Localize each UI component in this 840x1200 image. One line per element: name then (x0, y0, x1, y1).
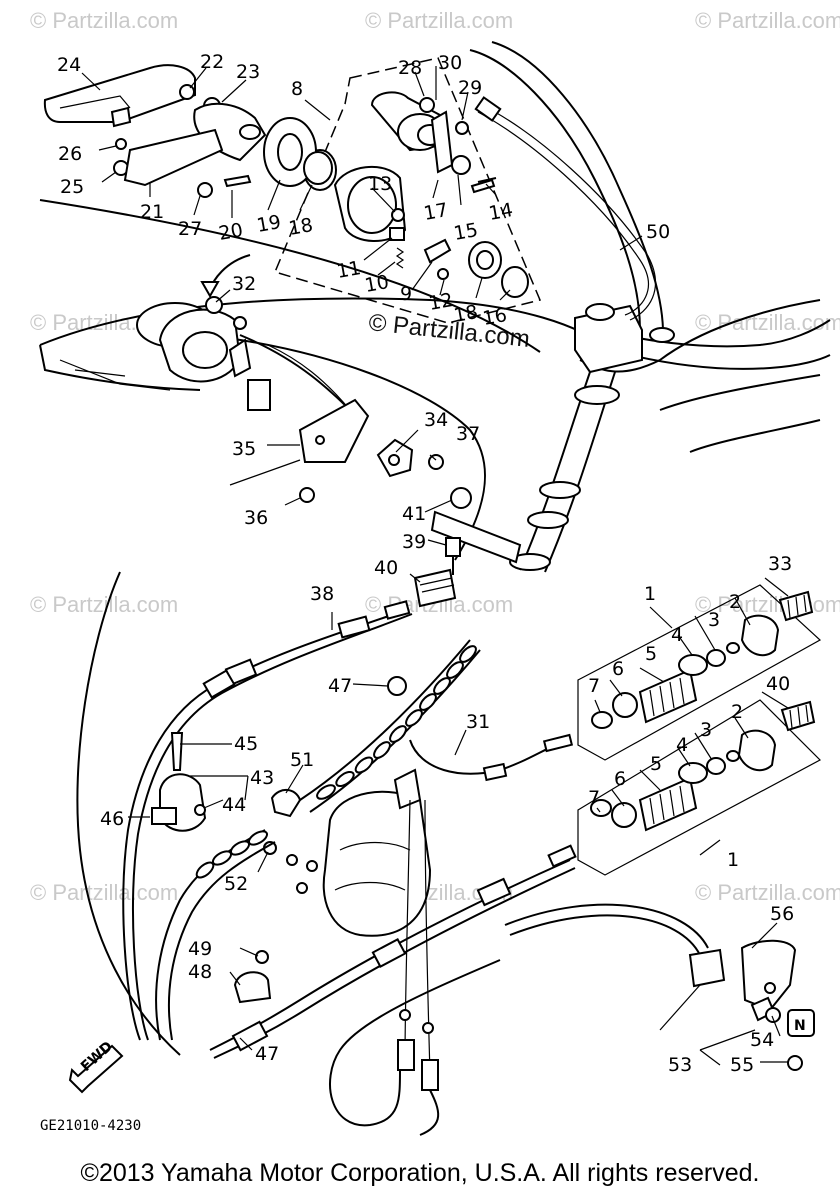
callout-18: 18 (287, 214, 315, 240)
callout-2: 2 (729, 591, 741, 613)
callout-33: 33 (768, 553, 792, 575)
watermark: © Partzilla.com (30, 8, 178, 33)
cable-assembly-lower (577, 699, 821, 876)
callout-27: 27 (178, 218, 202, 240)
watermark: © Partzilla.com (695, 592, 840, 617)
callout-25: 25 (60, 176, 84, 198)
callout-18: 18 (452, 301, 480, 327)
callout-22: 22 (200, 51, 224, 73)
callout-2: 2 (731, 701, 743, 723)
callout-47: 47 (328, 675, 352, 697)
neutral-indicator-parts: N (659, 939, 815, 1071)
callout-24: 24 (57, 54, 81, 76)
callout-38: 38 (310, 583, 334, 605)
engine-block (286, 768, 432, 937)
callout-26: 26 (58, 143, 82, 165)
callout-1: 1 (727, 849, 739, 871)
cable-assembly-upper (577, 584, 822, 761)
callout-49: 49 (188, 938, 212, 960)
watermark: © Partzilla.com (695, 8, 840, 33)
hull-outline (39, 199, 821, 1056)
parts-diagram: © Partzilla.com © Partzilla.com © Partzi… (30, 8, 840, 1136)
callout-8: 8 (291, 78, 303, 100)
copyright-notice: ©2013 Yamaha Motor Corporation, U.S.A. A… (80, 1159, 760, 1187)
callout-5: 5 (650, 753, 662, 775)
callout-36: 36 (244, 507, 268, 529)
callout-5: 5 (645, 643, 657, 665)
callout-50: 50 (646, 221, 670, 243)
callout-30: 30 (438, 52, 462, 74)
callout-28: 28 (398, 57, 422, 79)
callout-46: 46 (100, 808, 124, 830)
callout-29: 29 (458, 77, 482, 99)
callout-15: 15 (452, 219, 480, 245)
callout-35: 35 (232, 438, 256, 460)
callout-48: 48 (188, 961, 212, 983)
callout-6: 6 (614, 768, 626, 790)
callout-10: 10 (363, 271, 391, 297)
callout-53: 53 (668, 1054, 692, 1076)
callout-21: 21 (140, 201, 164, 223)
grip-lever-parts (43, 64, 333, 198)
callout-31: 31 (466, 711, 490, 733)
callout-9: 9 (400, 283, 412, 305)
callout-45: 45 (234, 733, 258, 755)
callout-52: 52 (224, 873, 248, 895)
callout-14: 14 (487, 199, 515, 225)
fwd-arrow: FWD (68, 1039, 124, 1094)
callout-12: 12 (427, 289, 455, 315)
callout-20: 20 (217, 219, 245, 245)
callout-6: 6 (612, 658, 624, 680)
leader-lines (81, 66, 789, 1063)
handlebar-steering (430, 41, 831, 573)
callout-39: 39 (402, 531, 426, 553)
neutral-symbol: N (794, 1018, 806, 1034)
callout-4: 4 (671, 624, 683, 646)
callout-32: 32 (232, 273, 256, 295)
cable-38 (122, 537, 461, 1041)
callout-47: 47 (255, 1043, 279, 1065)
watermark: © Partzilla.com (695, 880, 840, 905)
callout-3: 3 (708, 609, 720, 631)
callout-41: 41 (402, 503, 426, 525)
callout-23: 23 (236, 61, 260, 83)
callout-4: 4 (676, 734, 688, 756)
callout-17: 17 (422, 199, 450, 225)
callout-1: 1 (644, 583, 656, 605)
callout-11: 11 (335, 257, 363, 283)
callout-13: 13 (368, 173, 392, 195)
callout-54: 54 (750, 1029, 774, 1051)
callout-44: 44 (222, 794, 246, 816)
throttle-housing (136, 296, 444, 503)
callout-55: 55 (730, 1054, 754, 1076)
callout-7: 7 (588, 787, 600, 809)
callout-34: 34 (424, 409, 448, 431)
callout-40: 40 (766, 673, 790, 695)
callout-37: 37 (456, 423, 480, 445)
switch-assembly (273, 57, 542, 324)
cable-31 (155, 639, 574, 1041)
callout-43: 43 (250, 767, 274, 789)
diagram-code: GE21010-4230 (40, 1118, 141, 1134)
callout-labels: 1 1 2 2 3 3 4 4 5 5 6 6 7 7 8 9 10 11 12… (57, 51, 794, 1076)
callout-51: 51 (290, 749, 314, 771)
callout-19: 19 (255, 211, 283, 237)
callout-7: 7 (588, 675, 600, 697)
callout-3: 3 (700, 719, 712, 741)
callout-16: 16 (481, 304, 509, 330)
lower-cables (209, 799, 726, 1136)
watermark: © Partzilla.com (30, 880, 178, 905)
callout-40: 40 (374, 557, 398, 579)
watermark: © Partzilla.com (695, 310, 840, 335)
callout-56: 56 (770, 903, 794, 925)
watermark: © Partzilla.com (365, 8, 513, 33)
